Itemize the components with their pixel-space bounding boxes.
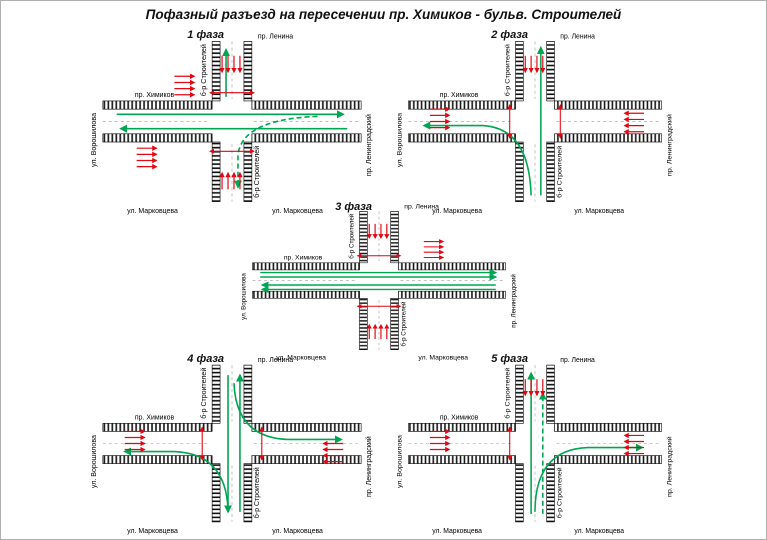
street-label-markovtseva-left: ул. Марковцева: [276, 355, 326, 362]
street-label-leningradsky: пр. Ленинградский: [665, 114, 673, 176]
street-label-leningradsky: пр. Ленинградский: [665, 436, 673, 497]
street-label-leningradsky: пр. Ленинградский: [365, 114, 373, 176]
street-label-lenina: пр. Ленина: [560, 357, 595, 364]
stopped-movements: [125, 426, 344, 461]
street-label-voroshilova: ул. Ворошилова: [240, 273, 247, 320]
stopped-movements: [356, 224, 444, 339]
red-cluster-north: [369, 224, 387, 238]
phase-2: 2 фаза б-р Строителей пр. Ленина пр. Хим…: [389, 27, 681, 217]
phase-1: 1 фаза б-р Строителей пр. Ленина пр. Хим…: [83, 27, 381, 217]
red-cluster-north: [525, 379, 543, 395]
street-labels: б-р Строителей пр. Ленина пр. Химиков ул…: [397, 357, 673, 535]
street-label-lenina: пр. Ленина: [258, 357, 293, 364]
phase-5-label: 5 фаза: [491, 353, 528, 365]
street-label-stroiteley-top: б-р Строителей: [504, 368, 512, 419]
phase-2-diagram: б-р Строителей пр. Ленина пр. Химиков ул…: [397, 33, 673, 215]
allowed-movements: [260, 269, 498, 293]
allowed-movements: [116, 47, 348, 189]
street-label-khimikov: пр. Химиков: [440, 414, 479, 421]
street-label-lenina: пр. Ленина: [404, 204, 439, 211]
street-label-voroshilova: ул. Ворошилова: [91, 113, 98, 167]
street-label-voroshilova: ул. Ворошилова: [397, 113, 404, 167]
roads: [408, 364, 662, 523]
red-cluster-south: [369, 325, 387, 339]
street-label-markovtseva-left: ул. Марковцева: [432, 208, 482, 215]
red-cluster-north: [222, 56, 240, 72]
roads: [102, 364, 362, 523]
street-label-markovtseva-right: ул. Марковцева: [418, 355, 468, 362]
phase-3-diagram: б-р Строителей пр. Ленина пр. Химиков ул…: [240, 204, 517, 361]
red-cluster-west: [430, 431, 449, 449]
green-arrow: [422, 121, 532, 196]
red-cluster-east: [625, 113, 644, 131]
street-label-markovtseva-left: ул. Марковцева: [127, 528, 178, 535]
red-cluster-northeast: [424, 242, 443, 258]
allowed-movements: [422, 45, 545, 196]
page-title: Пофазный разъезд на пересечении пр. Хими…: [145, 7, 622, 22]
phase-5-diagram: б-р Строителей пр. Ленина пр. Химиков ул…: [397, 357, 673, 535]
street-label-stroiteley-top: б-р Строителей: [200, 44, 208, 96]
street-label-stroiteley-bottom: б-р Строителей: [555, 146, 563, 198]
red-cluster-west-lower: [137, 148, 157, 166]
stopped-movements: [137, 56, 255, 190]
roads: [252, 211, 506, 350]
red-cluster-west-upper: [174, 76, 194, 94]
street-label-leningradsky: пр. Ленинградский: [365, 436, 373, 497]
street-label-khimikov: пр. Химиков: [284, 255, 323, 262]
green-arrow: [534, 443, 644, 512]
street-label-stroiteley-bottom: б-р Строителей: [399, 301, 407, 346]
street-label-lenina: пр. Ленина: [258, 33, 293, 40]
phase-4-diagram: б-р Строителей пр. Ленина пр. Химиков ул…: [91, 357, 373, 535]
green-arrow: [123, 447, 229, 510]
street-label-khimikov: пр. Химиков: [440, 92, 479, 99]
street-label-stroiteley-top: б-р Строителей: [200, 368, 208, 419]
street-label-voroshilova: ул. Ворошилова: [91, 435, 98, 488]
street-label-stroiteley-bottom: б-р Строителей: [253, 146, 261, 198]
street-label-khimikov: пр. Химиков: [135, 92, 175, 99]
roads: [102, 41, 362, 202]
phase-4-label: 4 фаза: [187, 353, 225, 365]
street-label-markovtseva-right: ул. Марковцева: [574, 208, 624, 215]
street-labels: б-р Строителей пр. Ленина пр. Химиков ул…: [91, 357, 373, 535]
green-arrow-dashed: [233, 115, 318, 189]
green-arrow: [233, 383, 343, 444]
phase-5: 5 фаза б-р Строителей пр. Ленина пр. Хим…: [389, 351, 681, 537]
phase-2-label: 2 фаза: [491, 29, 528, 41]
street-labels: б-р Строителей пр. Ленина пр. Химиков ул…: [240, 204, 517, 361]
allowed-movements: [527, 371, 644, 514]
street-label-voroshilova: ул. Ворошилова: [397, 435, 404, 488]
street-label-stroiteley-bottom: б-р Строителей: [253, 467, 261, 518]
street-label-markovtseva-right: ул. Марковцева: [272, 208, 323, 215]
phase-3: 3 фаза б-р Строителей пр. Ленина пр. Хим…: [233, 199, 525, 363]
phase-1-label: 1 фаза: [187, 29, 225, 41]
red-cluster-east: [625, 435, 644, 453]
street-label-stroiteley-top: б-р Строителей: [347, 213, 355, 258]
street-label-markovtseva-left: ул. Марковцева: [432, 528, 482, 535]
street-label-markovtseva-right: ул. Марковцева: [272, 528, 323, 535]
phase-3-label: 3 фаза: [335, 201, 372, 213]
street-label-stroiteley-top: б-р Строителей: [504, 44, 512, 96]
red-cluster-west: [125, 431, 145, 449]
stopped-movements: [430, 379, 644, 461]
street-label-khimikov: пр. Химиков: [135, 414, 175, 421]
street-labels: б-р Строителей пр. Ленина пр. Химиков ул…: [91, 33, 373, 215]
street-label-markovtseva-right: ул. Марковцева: [574, 528, 624, 535]
allowed-movements: [123, 373, 343, 514]
phase-4: 4 фаза б-р Строителей пр. Ленина пр. Хим…: [83, 351, 381, 537]
phase-1-diagram: б-р Строителей пр. Ленина пр. Химиков ул…: [91, 33, 373, 215]
street-label-stroiteley-bottom: б-р Строителей: [555, 467, 563, 518]
street-label-markovtseva-left: ул. Марковцева: [127, 208, 178, 215]
street-labels: б-р Строителей пр. Ленина пр. Химиков ул…: [397, 33, 673, 215]
street-label-lenina: пр. Ленина: [560, 33, 595, 40]
stopped-movements: [430, 56, 644, 139]
street-label-leningradsky: пр. Ленинградский: [509, 274, 517, 328]
